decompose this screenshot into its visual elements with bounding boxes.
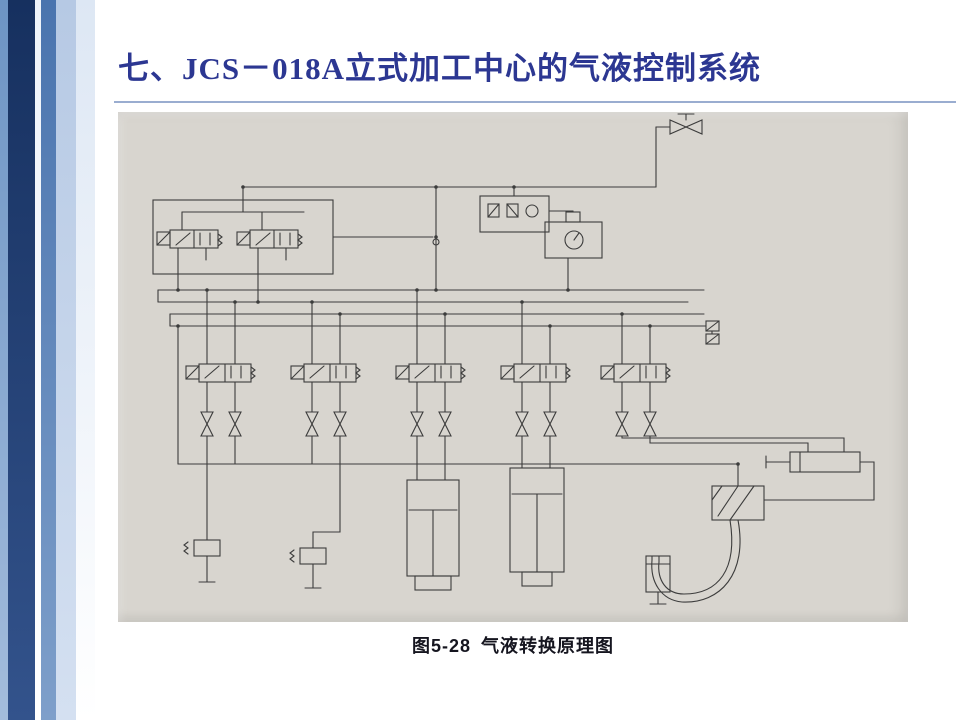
flow-control-pair-3 (410, 411, 452, 437)
pilot-valve-1 (156, 229, 223, 291)
drain-valve-assembly-2 (289, 547, 327, 589)
vertical-cylinder-2 (509, 467, 565, 587)
sidebar-stripe (41, 0, 56, 720)
pressure-gauge-switch (544, 210, 603, 291)
small-cylinder (645, 555, 671, 605)
directional-valve-4 (500, 301, 571, 469)
flow-control-pair-2 (305, 411, 347, 437)
sidebar-stripe (76, 0, 95, 720)
manifold-bus-lines (157, 289, 707, 465)
flexible-hose (651, 519, 741, 603)
pilot-valve-2 (236, 229, 303, 303)
drain-valve-assembly-1 (183, 539, 221, 583)
directional-valve-5 (600, 313, 845, 453)
flow-control-pair-4 (515, 411, 557, 437)
air-supply-shutoff-valve (655, 113, 703, 188)
directional-valve-1 (183, 289, 256, 583)
pilot-solenoid-valve-box (152, 199, 334, 303)
sidebar-decoration (0, 0, 95, 720)
figure-caption: 图5-28 气液转换原理图 (118, 632, 908, 658)
directional-valve-2 (289, 301, 361, 589)
vertical-cylinder-1 (406, 479, 460, 591)
sidebar-stripe (8, 0, 35, 720)
flow-control-pair-1 (200, 411, 242, 437)
directional-valve-3 (395, 289, 466, 481)
sidebar-stripe (35, 0, 41, 720)
flow-control-pair-5 (615, 411, 657, 437)
schematic-drawing (152, 113, 875, 605)
air-preparation-unit (479, 195, 574, 233)
slide-title: 七、JCS－018A立式加工中心的气液控制系统 (118, 51, 762, 86)
title-underline (114, 101, 956, 103)
sidebar-stripe (56, 0, 76, 720)
exhaust-silencers (705, 320, 720, 345)
horizontal-cylinder (765, 451, 861, 473)
figure-number: 图5-28 (411, 636, 472, 656)
air-oil-converter (711, 461, 875, 521)
junction-dots (176, 185, 740, 466)
figure-title: 气液转换原理图 (481, 636, 615, 656)
schematic-figure (118, 112, 908, 622)
sidebar-stripe (0, 0, 8, 720)
